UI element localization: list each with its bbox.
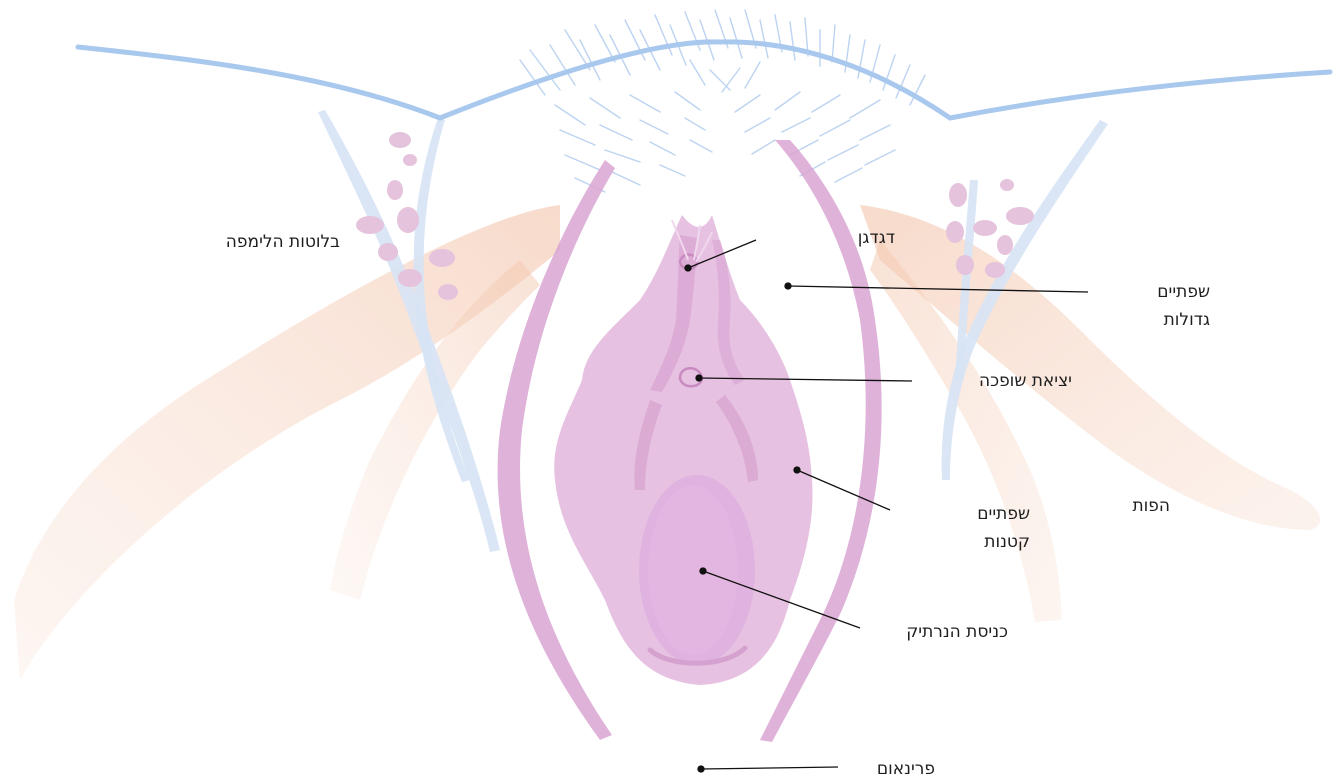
perineum-pointer xyxy=(701,767,838,769)
label-vaginal-opening: כניסת הנרתיק xyxy=(860,618,1008,646)
label-clitoris: דגדגן xyxy=(815,224,895,252)
vulva xyxy=(554,215,812,685)
body-contour-line xyxy=(78,42,1330,118)
label-labia-majora-line2: גדולות xyxy=(1130,306,1210,334)
label-labia-majora: שפתיים גדולות xyxy=(1130,278,1210,334)
label-urethral-opening: יציאת שופכה xyxy=(930,367,1072,395)
label-labia-minora-line1: שפתיים xyxy=(950,500,1030,528)
label-groin: הפות xyxy=(1120,492,1170,520)
label-labia-minora-line2: קטנות xyxy=(950,528,1030,556)
left-thigh-muscle xyxy=(14,205,560,680)
label-lymph-nodes: בלוטות הלימפה xyxy=(180,228,340,256)
label-labia-majora-line1: שפתיים xyxy=(1130,278,1210,306)
label-labia-minora: שפתיים קטנות xyxy=(950,500,1030,556)
label-perineum: פרינאום xyxy=(840,755,935,783)
vaginal-opening-inner xyxy=(648,485,738,655)
pubic-hair xyxy=(520,10,925,192)
